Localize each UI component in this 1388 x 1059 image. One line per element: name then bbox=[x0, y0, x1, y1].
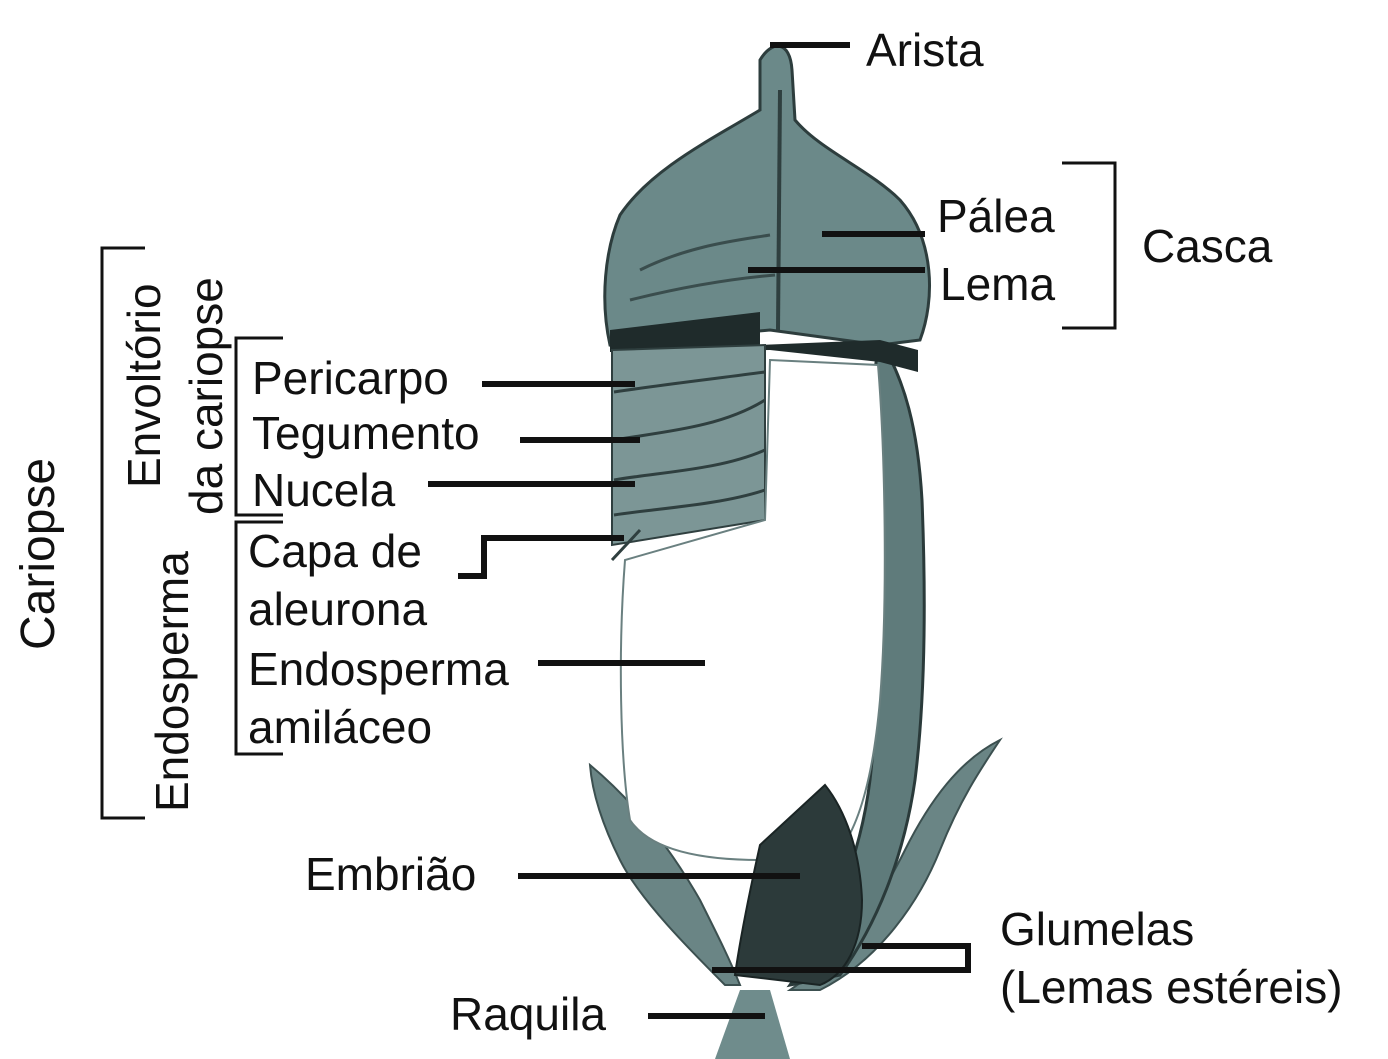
label-da-cariopse: da cariopse bbox=[180, 277, 232, 515]
label-embriao: Embrião bbox=[305, 848, 476, 900]
label-palea: Pálea bbox=[937, 190, 1055, 242]
label-endosperma-vertical: Endosperma bbox=[146, 551, 198, 812]
husk-cap bbox=[605, 46, 930, 345]
label-pericarpo: Pericarpo bbox=[252, 352, 449, 404]
label-arista: Arista bbox=[866, 24, 984, 76]
label-capa-de: Capa de bbox=[248, 525, 422, 577]
label-raquila: Raquila bbox=[450, 988, 606, 1040]
label-lema: Lema bbox=[940, 258, 1055, 310]
bracket-casca bbox=[1062, 163, 1115, 328]
label-glumelas: Glumelas bbox=[1000, 903, 1194, 955]
label-envoltorio: Envoltório bbox=[118, 283, 170, 488]
label-aleurona: aleurona bbox=[248, 583, 427, 635]
label-casca: Casca bbox=[1142, 220, 1273, 272]
label-endosperma: Endosperma bbox=[248, 643, 509, 695]
raquila-stem bbox=[715, 990, 790, 1059]
label-tegumento: Tegumento bbox=[252, 407, 480, 459]
label-nucela: Nucela bbox=[252, 464, 396, 516]
leader-aleurona bbox=[458, 538, 624, 576]
label-lemas-estereis: (Lemas estéreis) bbox=[1000, 961, 1343, 1013]
label-amilaceo: amiláceo bbox=[248, 701, 432, 753]
label-cariopse: Cariopse bbox=[12, 458, 65, 650]
